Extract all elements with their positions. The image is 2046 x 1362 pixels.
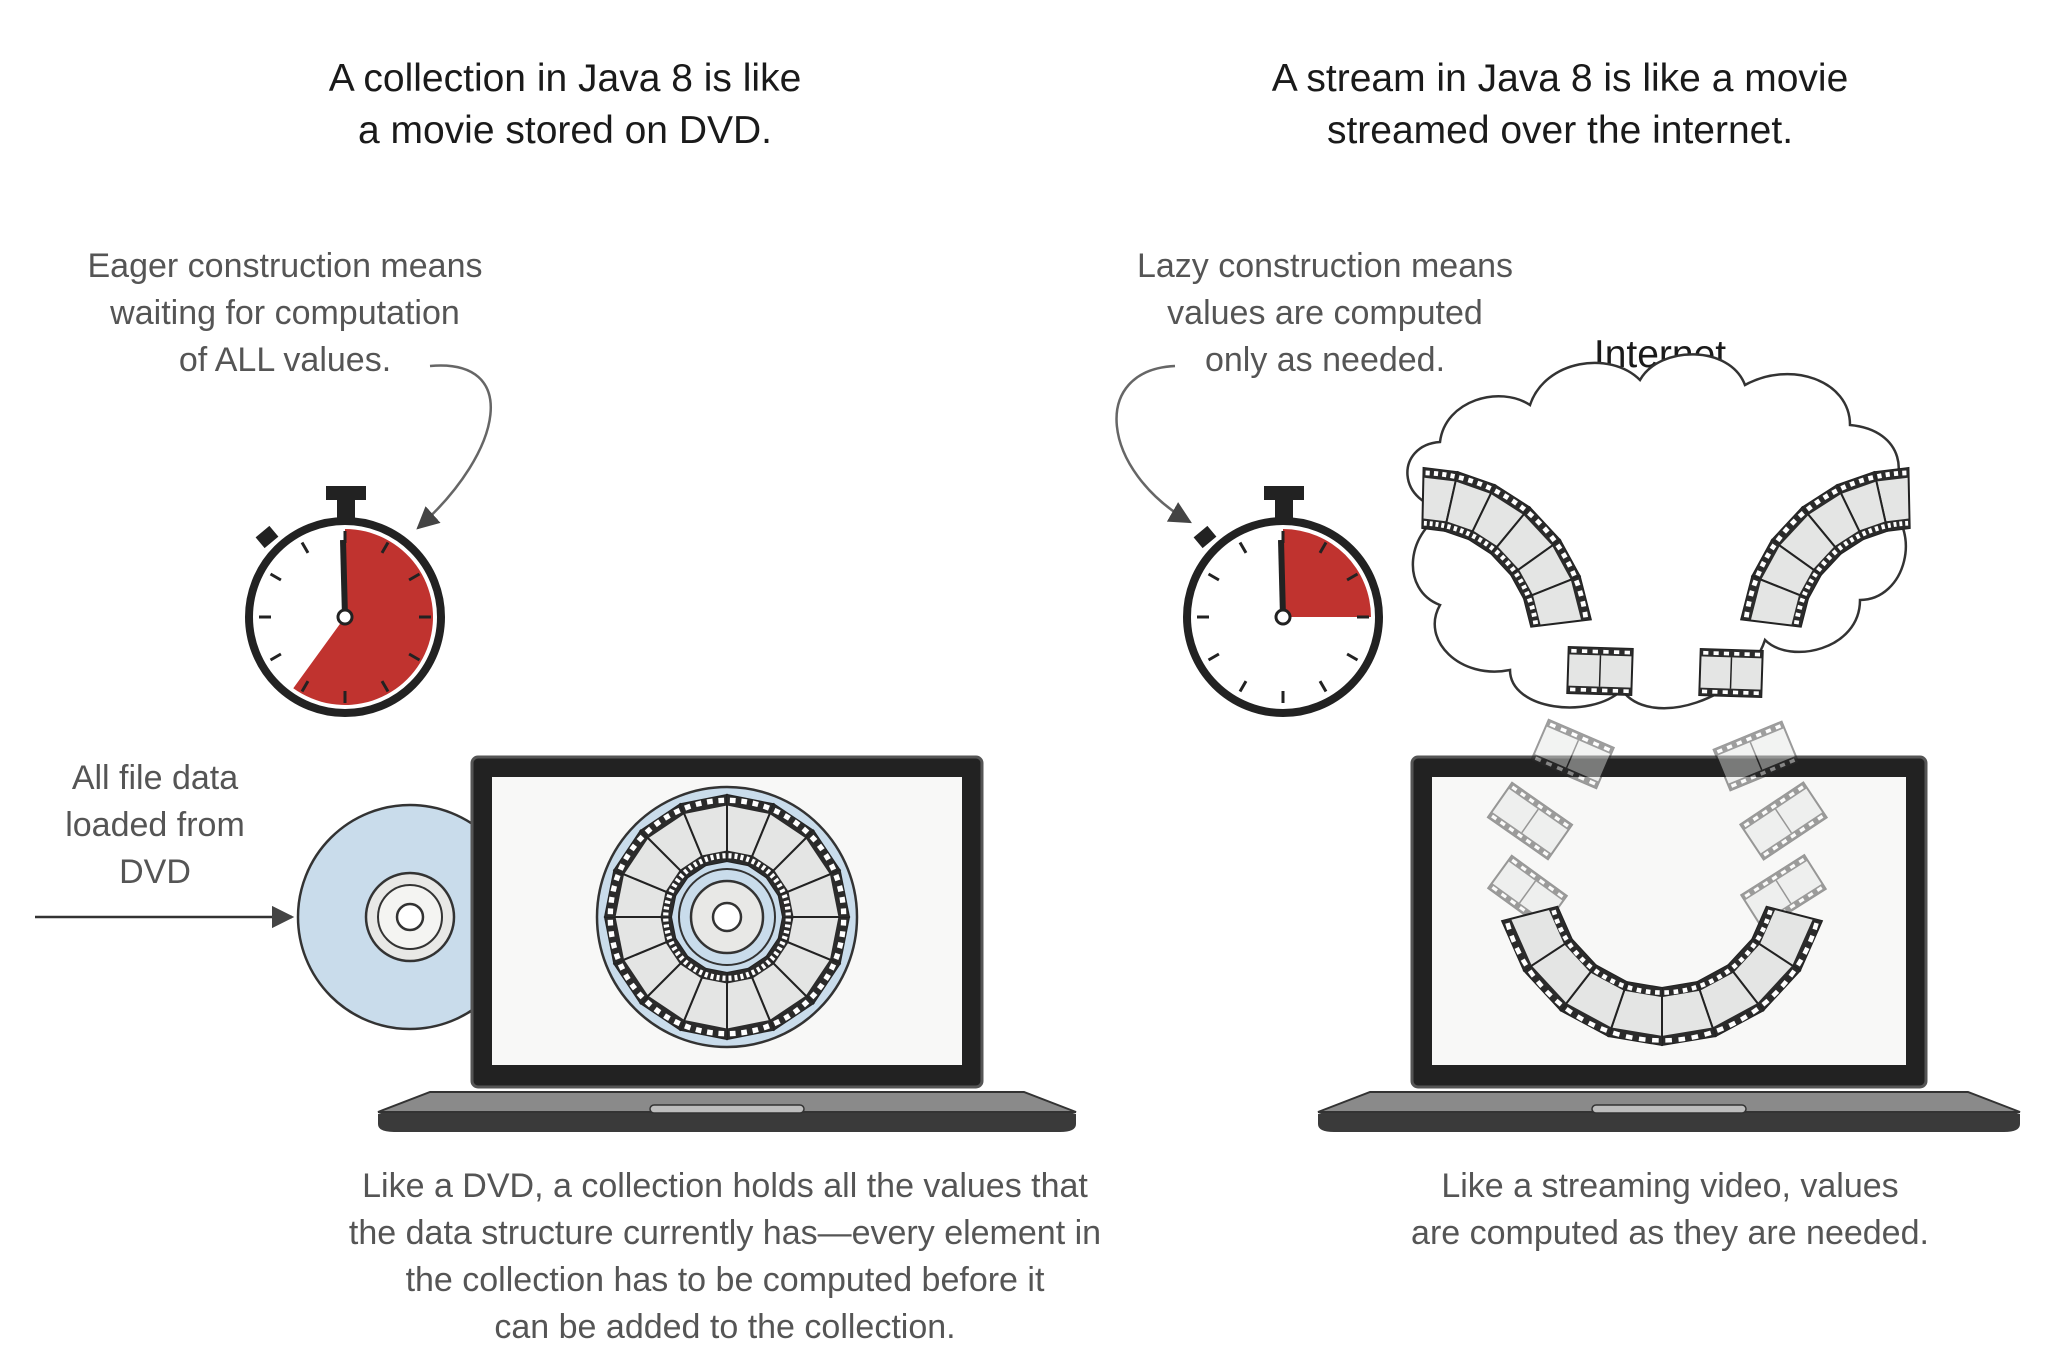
eager-note-arrow xyxy=(416,364,492,530)
lazy-stopwatch-ticks xyxy=(1197,531,1369,703)
collection-caption-line-2: the data structure currently has—every e… xyxy=(348,1214,1102,1252)
right-title-line-2: streamed over the internet. xyxy=(1326,109,1794,152)
stream-caption-line-2: are computed as they are needed. xyxy=(1411,1214,1929,1252)
lazy-note-arrow xyxy=(1115,364,1192,524)
collection-caption: Like a DVD, a collection holds all the v… xyxy=(290,1163,1160,1351)
eager-note-line-3: of ALL values. xyxy=(178,341,392,379)
left-title-line-1: A collection in Java 8 is like xyxy=(328,57,802,100)
stream-caption-line-1: Like a streaming video, values xyxy=(1441,1167,1899,1205)
eager-stopwatch-icon xyxy=(245,486,445,717)
eager-note-line-1: Eager construction means xyxy=(87,247,483,285)
dvd-note-line-2: loaded from xyxy=(65,806,245,844)
right-laptop-icon xyxy=(1317,755,2021,1132)
lazy-note-line-1: Lazy construction means xyxy=(1136,247,1514,285)
left-title-line-2: a movie stored on DVD. xyxy=(357,109,772,152)
eager-stopwatch-hand xyxy=(340,539,348,618)
lazy-stopwatch-fill xyxy=(1283,529,1371,617)
dvd-note: All file data loaded from DVD xyxy=(30,755,280,896)
eager-note: Eager construction means waiting for com… xyxy=(40,243,530,384)
collection-caption-line-4: can be added to the collection. xyxy=(494,1308,956,1346)
stream-caption: Like a streaming video, values are compu… xyxy=(1360,1163,1980,1257)
collection-caption-line-3: the collection has to be computed before… xyxy=(405,1261,1045,1299)
streaming-film-strip-icon xyxy=(1421,466,1911,1047)
eager-stopwatch-fill xyxy=(293,529,433,706)
collection-caption-line-1: Like a DVD, a collection holds all the v… xyxy=(362,1167,1088,1205)
screen-dvd-film-icon xyxy=(595,785,859,1049)
eager-note-line-2: waiting for computation xyxy=(110,294,460,332)
dvd-disc-icon xyxy=(296,803,524,1031)
eager-stopwatch-ticks xyxy=(259,531,431,703)
lazy-note: Lazy construction means values are compu… xyxy=(1090,243,1560,384)
left-title: A collection in Java 8 is like a movie s… xyxy=(240,53,890,157)
right-title: A stream in Java 8 is like a movie strea… xyxy=(1210,53,1910,157)
lazy-stopwatch-hand xyxy=(1278,539,1286,618)
lazy-stopwatch-icon xyxy=(1183,486,1383,717)
lazy-note-line-3: only as needed. xyxy=(1204,341,1446,379)
right-title-line-1: A stream in Java 8 is like a movie xyxy=(1271,57,1849,100)
dvd-note-line-1: All file data xyxy=(71,759,239,797)
dvd-note-line-3: DVD xyxy=(119,853,191,891)
lazy-note-line-2: values are computed xyxy=(1167,294,1483,332)
